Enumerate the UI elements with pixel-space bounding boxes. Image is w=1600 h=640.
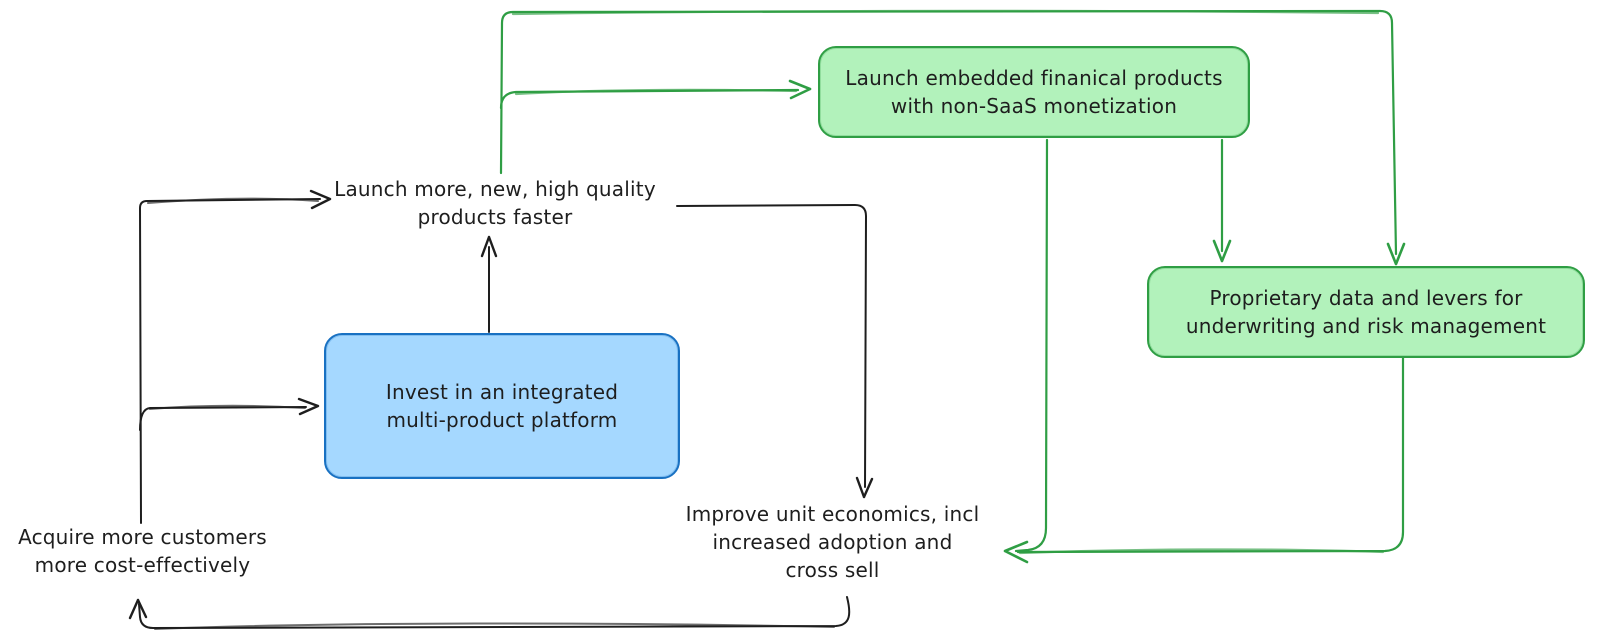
edge-launch-embedded-to-improve-unit bbox=[1014, 138, 1049, 553]
node-improve-unit-label: Improve unit economics, incl increased a… bbox=[660, 500, 1005, 584]
edge-acquire-to-launch-more bbox=[139, 189, 332, 524]
node-launch-embedded-line1: Launch embedded finanical products bbox=[845, 66, 1223, 90]
node-proprietary-data-line2: underwriting and risk management bbox=[1185, 314, 1547, 338]
edge-improve-unit-to-acquire bbox=[128, 596, 851, 630]
edge-launch-more-to-launch-embedded bbox=[499, 79, 812, 110]
node-launch-embedded-box: Launch embedded finanical products with … bbox=[818, 46, 1250, 138]
node-invest-platform-line1: Invest in an integrated bbox=[385, 380, 619, 404]
node-improve-unit-line2: increased adoption and bbox=[712, 530, 953, 554]
node-launch-more-label: Launch more, new, high quality products … bbox=[305, 175, 685, 231]
node-acquire-customers-label: Acquire more customers more cost-effecti… bbox=[0, 523, 285, 579]
node-launch-more-line2: products faster bbox=[417, 205, 573, 229]
edge-launch-embedded-to-proprietary-data bbox=[1212, 138, 1232, 263]
node-invest-platform-line2: multi-product platform bbox=[386, 408, 618, 432]
edge-launch-more-to-proprietary-data bbox=[499, 9, 1406, 266]
node-invest-platform-box: Invest in an integrated multi-product pl… bbox=[324, 333, 680, 479]
node-launch-more-line1: Launch more, new, high quality bbox=[334, 177, 656, 201]
node-acquire-customers-line1: Acquire more customers bbox=[18, 525, 267, 549]
node-proprietary-data-box: Proprietary data and levers for underwri… bbox=[1147, 266, 1585, 358]
node-launch-embedded-line2: with non-SaaS monetization bbox=[890, 94, 1178, 118]
node-proprietary-data-line1: Proprietary data and levers for bbox=[1209, 286, 1523, 310]
node-improve-unit-line1: Improve unit economics, incl bbox=[685, 502, 980, 526]
node-acquire-customers-line2: more cost-effectively bbox=[34, 553, 251, 577]
edge-invest-platform-to-launch-more bbox=[480, 235, 498, 333]
edge-proprietary-data-to-improve-unit bbox=[1003, 356, 1405, 564]
node-improve-unit-line3: cross sell bbox=[785, 558, 880, 582]
edge-acquire-to-invest-platform bbox=[139, 397, 320, 431]
edge-launch-more-to-improve-unit bbox=[676, 204, 874, 499]
